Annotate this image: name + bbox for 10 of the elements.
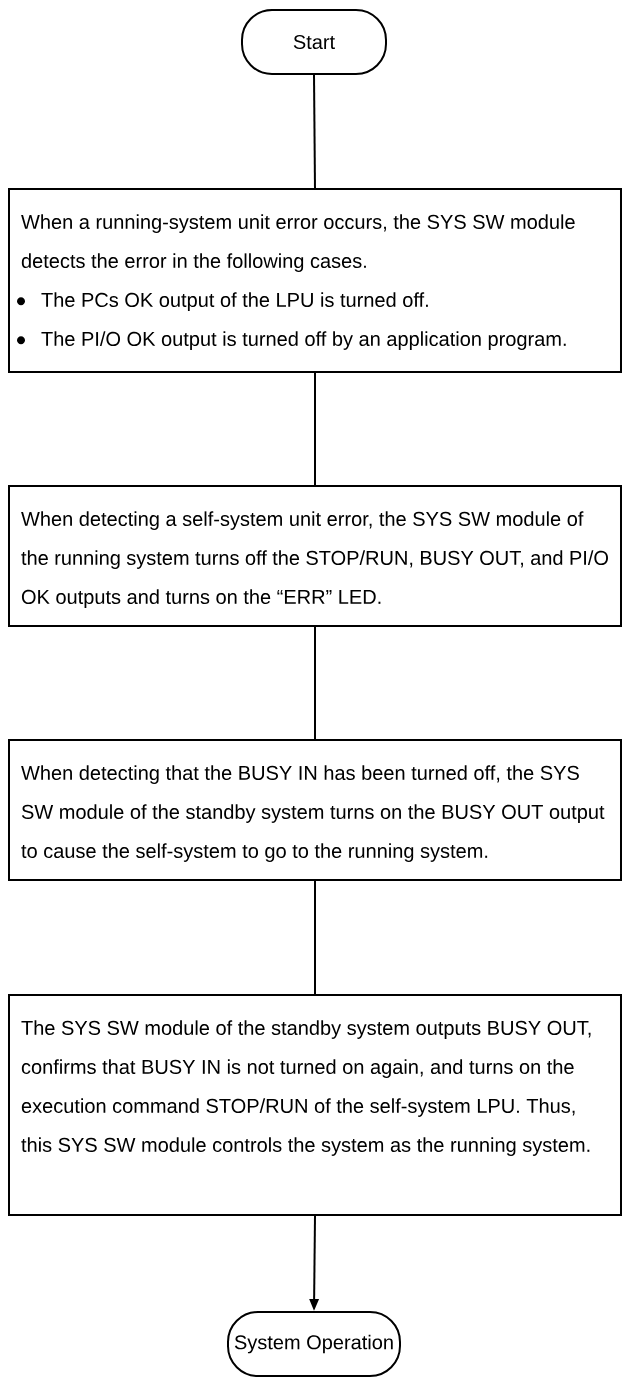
process-box: When a running-system unit error occurs, the SYS SW module detects the error in the following cases. The PCs OK output of the LPU is turned off. The PI/O OK output is turned off by an application program. [8, 188, 622, 373]
connector-line [314, 626, 316, 740]
terminal-box: Start [241, 9, 387, 75]
process-box: When detecting a self-system unit error, the SYS SW module of the running system turns off the STOP/RUN, BUSY OUT, and PI/O OK outputs and turns on the “ERR” LED. [8, 485, 622, 627]
connector-line [314, 372, 316, 486]
process-box: The SYS SW module of the standby system outputs BUSY OUT, confirms that BUSY IN is not turned on again, and turns on the execution command STOP/RUN of the self-system LPU. Thus, this SYS SW module controls the system as the running system. [8, 994, 622, 1216]
connector-line [313, 74, 316, 189]
connector-line [314, 880, 316, 995]
process-box: When detecting that the BUSY IN has been turned off, the SYS SW module of the standby system turns on the BUSY OUT output to cause the self-system to go to the running system. [8, 739, 622, 881]
terminal-box: System Operation [227, 1311, 401, 1377]
